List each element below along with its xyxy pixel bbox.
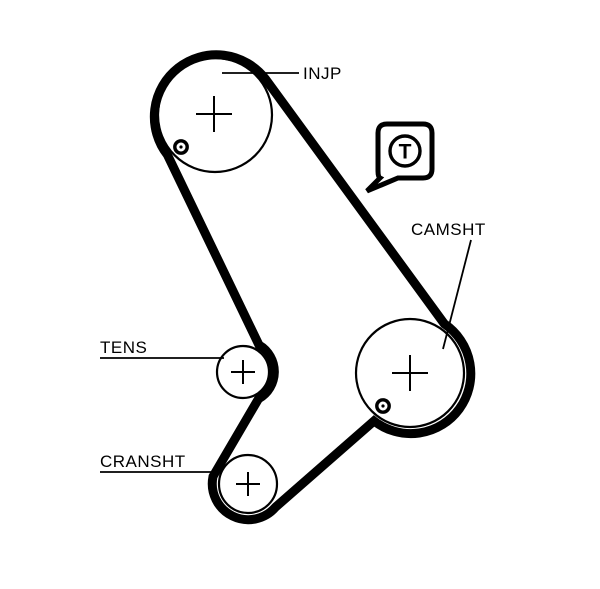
- tens-callout: TENS: [100, 338, 224, 359]
- injp-pulley-circle: [156, 56, 274, 174]
- camsht-bolt-center-icon: [381, 404, 385, 408]
- camsht-label: CAMSHT: [411, 220, 486, 239]
- injp-pulley: [156, 56, 274, 174]
- tens-pulley-circle: [215, 344, 271, 400]
- t-marker-circle-icon: [388, 134, 422, 168]
- t-marker-label: T: [399, 141, 412, 164]
- belt-path: [149, 50, 476, 525]
- t-marker: T: [365, 121, 435, 194]
- camsht-leader-line: [442, 239, 472, 350]
- camsht-pulley: [354, 317, 466, 429]
- injp-bolt-center-icon: [179, 145, 183, 149]
- tens-label: TENS: [100, 338, 147, 357]
- cransht-pulley: [217, 453, 279, 515]
- injp-callout: INJP: [222, 64, 342, 83]
- camsht-pulley-circle: [354, 317, 466, 429]
- cransht-label: CRANSHT: [100, 452, 186, 471]
- injp-label: INJP: [303, 64, 342, 83]
- tens-pulley: [215, 344, 271, 400]
- cransht-pulley-circle: [217, 453, 279, 515]
- cransht-callout: CRANSHT: [100, 452, 214, 473]
- camsht-callout: CAMSHT: [411, 220, 486, 350]
